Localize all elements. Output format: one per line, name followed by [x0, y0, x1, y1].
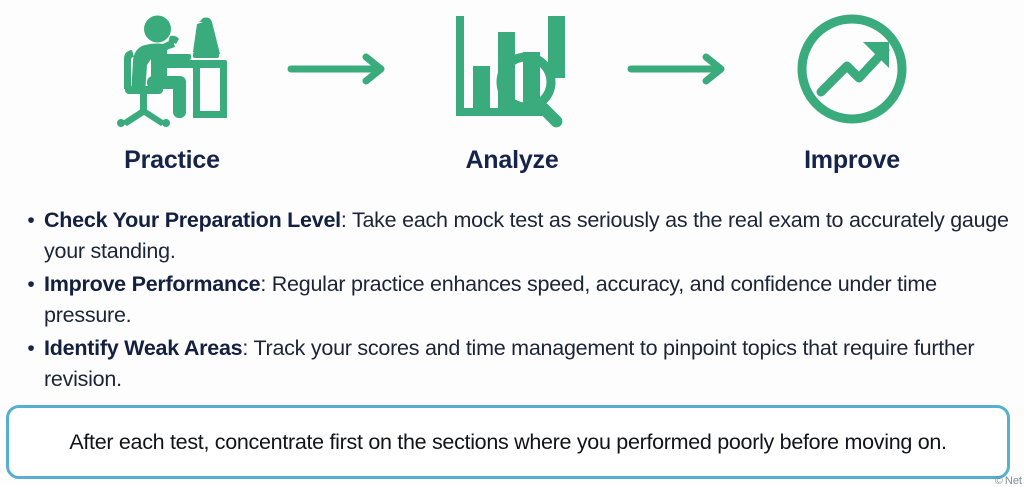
- process-step-practice: Practice: [77, 8, 267, 175]
- list-item-body: Take each mock test as seriously as the …: [44, 208, 1009, 263]
- bar-chart-magnifier-icon: [446, 8, 578, 130]
- process-step-label: Practice: [124, 146, 220, 174]
- callout-text: After each test, concentrate first on th…: [69, 430, 947, 454]
- list-item-body: Track your scores and time management to…: [44, 336, 975, 391]
- bullet-marker-icon: •: [27, 337, 35, 360]
- list-item: • Identify Weak Areas: Track your scores…: [18, 333, 1018, 395]
- list-item-text: Check Your Preparation Level: Take each …: [44, 205, 1018, 267]
- list-item-separator: :: [260, 272, 272, 296]
- process-step-label: Analyze: [465, 146, 559, 174]
- list-item-title: Identify Weak Areas: [44, 336, 243, 360]
- list-item-body: Regular practice enhances speed, accurac…: [44, 272, 937, 327]
- list-item-separator: :: [242, 336, 254, 360]
- bullet-marker-icon: •: [27, 209, 35, 232]
- process-step-analyze: Analyze: [417, 8, 607, 175]
- list-item-text: Improve Performance: Regular practice en…: [44, 269, 1018, 331]
- arrow-right-icon: [267, 8, 417, 130]
- list-item-title: Check Your Preparation Level: [44, 208, 341, 232]
- list-item-text: Identify Weak Areas: Track your scores a…: [44, 333, 1018, 395]
- list-item-separator: :: [340, 208, 352, 232]
- watermark: © Net: [995, 475, 1022, 487]
- process-step-improve: Improve: [757, 8, 947, 175]
- callout-box: After each test, concentrate first on th…: [6, 405, 1010, 479]
- arrow-right-icon: [607, 8, 757, 130]
- copyright-icon: ©: [994, 475, 1003, 487]
- process-flow: Practice: [0, 8, 1024, 190]
- bullet-marker-icon: •: [27, 273, 35, 296]
- tips-list: • Check Your Preparation Level: Take eac…: [18, 205, 1018, 397]
- list-item-title: Improve Performance: [44, 272, 261, 296]
- person-at-desk-icon: [107, 8, 237, 130]
- list-item: • Check Your Preparation Level: Take eac…: [18, 205, 1018, 267]
- process-step-label: Improve: [804, 146, 900, 174]
- list-item: • Improve Performance: Regular practice …: [18, 269, 1018, 331]
- upward-trend-circle-icon: [793, 8, 911, 130]
- watermark-text: Net: [1004, 475, 1022, 487]
